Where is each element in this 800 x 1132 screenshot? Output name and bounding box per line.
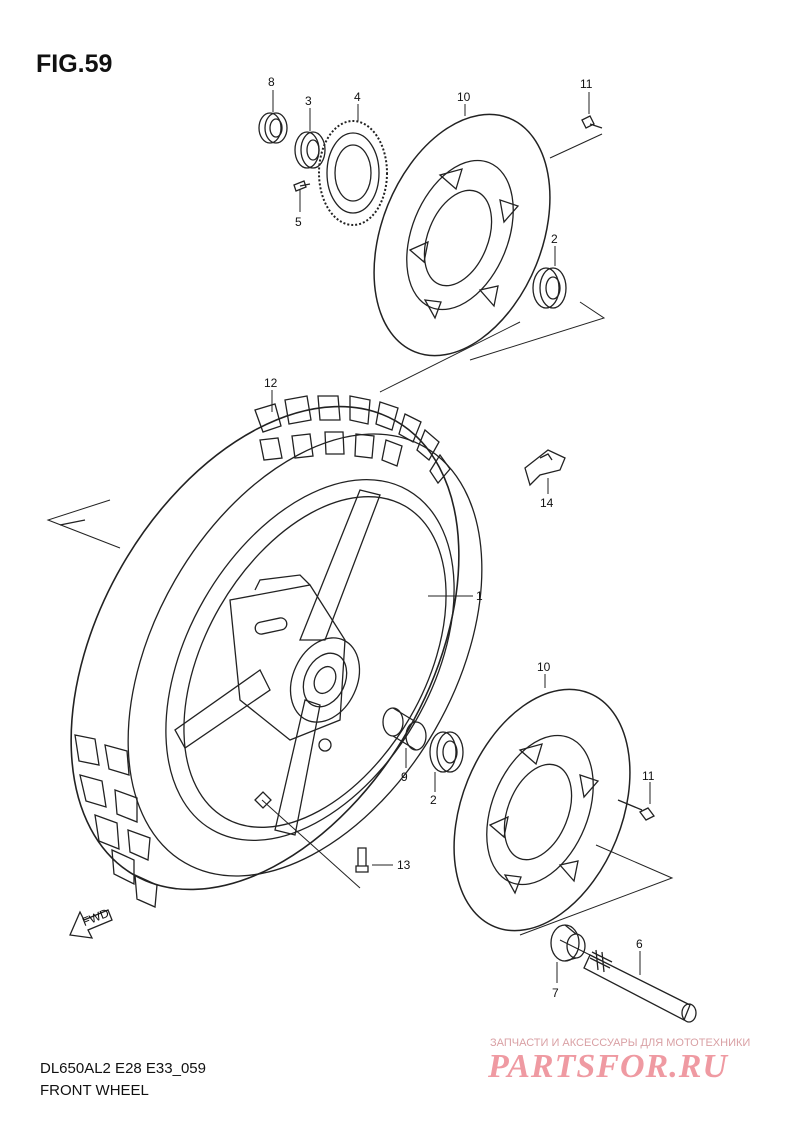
- callout-2-lower[interactable]: 2: [430, 793, 437, 807]
- callout-10-upper[interactable]: 10: [457, 90, 471, 104]
- callout-8[interactable]: 8: [268, 75, 275, 89]
- callout-9[interactable]: 9: [401, 770, 408, 784]
- screw-part-5[interactable]: [293, 180, 311, 192]
- callout-12[interactable]: 12: [264, 376, 278, 390]
- bolt-part-11-upper[interactable]: [581, 115, 603, 129]
- callout-2-upper[interactable]: 2: [551, 232, 558, 246]
- callout-1[interactable]: 1: [476, 589, 483, 603]
- callout-3[interactable]: 3: [305, 94, 312, 108]
- callout-6[interactable]: 6: [636, 937, 643, 951]
- callout-11-lower[interactable]: 11: [642, 769, 655, 783]
- model-code: DL650AL2 E28 E33_059: [40, 1060, 206, 1077]
- axle-part-6[interactable]: [583, 949, 697, 1023]
- figure-title: FIG.59: [36, 50, 113, 78]
- assembly-guide-lines: [46, 133, 674, 961]
- sensor-rotor-part-4[interactable]: [318, 120, 388, 226]
- oil-seal-part-8[interactable]: [258, 112, 288, 144]
- fwd-arrow-icon: [69, 909, 113, 939]
- bearing-part-3[interactable]: [294, 131, 326, 169]
- callout-5[interactable]: 5: [295, 215, 302, 229]
- callout-4[interactable]: 4: [354, 90, 361, 104]
- bearing-part-2-upper[interactable]: [532, 267, 567, 309]
- spacer-part-9[interactable]: [382, 707, 427, 751]
- callout-10-lower[interactable]: 10: [537, 660, 551, 674]
- watermark-tagline: ЗАПЧАСТИ И АКСЕССУАРЫ ДЛЯ МОТОТЕХНИКИ: [490, 1037, 751, 1049]
- leader-lines: [271, 90, 651, 983]
- watermark-logo: PARTSFOR.RU: [488, 1048, 728, 1085]
- valve-part-13[interactable]: [355, 847, 369, 873]
- callout-7[interactable]: 7: [552, 986, 559, 1000]
- bolt-part-11-lower[interactable]: [617, 799, 655, 821]
- callout-14[interactable]: 14: [540, 496, 554, 510]
- wheel-rim[interactable]: [106, 429, 513, 890]
- callout-13[interactable]: 13: [397, 858, 411, 872]
- figure-caption: FRONT WHEEL: [40, 1082, 149, 1099]
- tire[interactable]: [0, 339, 555, 958]
- collar-part-7[interactable]: [550, 924, 586, 962]
- brake-disc-upper[interactable]: [341, 88, 584, 382]
- callout-11-upper[interactable]: 11: [580, 77, 593, 91]
- brake-disc-lower[interactable]: [421, 663, 664, 957]
- balancer-weight-part-14[interactable]: [524, 449, 566, 487]
- bearing-part-2-lower[interactable]: [429, 731, 464, 773]
